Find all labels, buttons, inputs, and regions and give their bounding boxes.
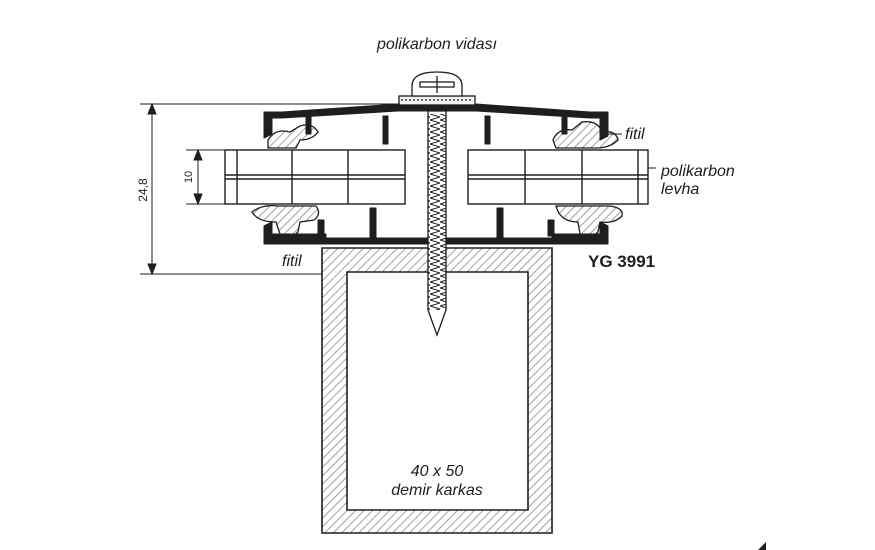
label-screw: polikarbon vidası	[376, 36, 497, 53]
dimension-overall-height	[140, 102, 400, 276]
dimension-panel-thickness	[186, 148, 225, 206]
label-gasket-top: fitil	[625, 126, 645, 143]
polycarbonate-sheet-left	[224, 149, 406, 205]
corner-mark	[758, 542, 766, 550]
polycarbonate-screw	[398, 71, 476, 337]
gasket-bottom-left	[251, 204, 320, 238]
polycarbonate-sheet-right	[467, 149, 649, 205]
label-panel-thickness: 10	[183, 171, 195, 183]
label-frame-line2: demir karkas	[391, 482, 483, 499]
label-gasket-bottom: fitil	[282, 253, 302, 270]
label-panel-line2: levha	[661, 181, 699, 198]
steel-frame	[321, 247, 553, 534]
label-profile-code: YG 3991	[588, 252, 655, 271]
label-frame-line1: 40 x 50	[411, 463, 464, 480]
gasket-bottom-right	[555, 205, 623, 238]
label-overall-height: 24,8	[136, 178, 150, 202]
label-panel-line1: polikarbon	[660, 163, 735, 180]
